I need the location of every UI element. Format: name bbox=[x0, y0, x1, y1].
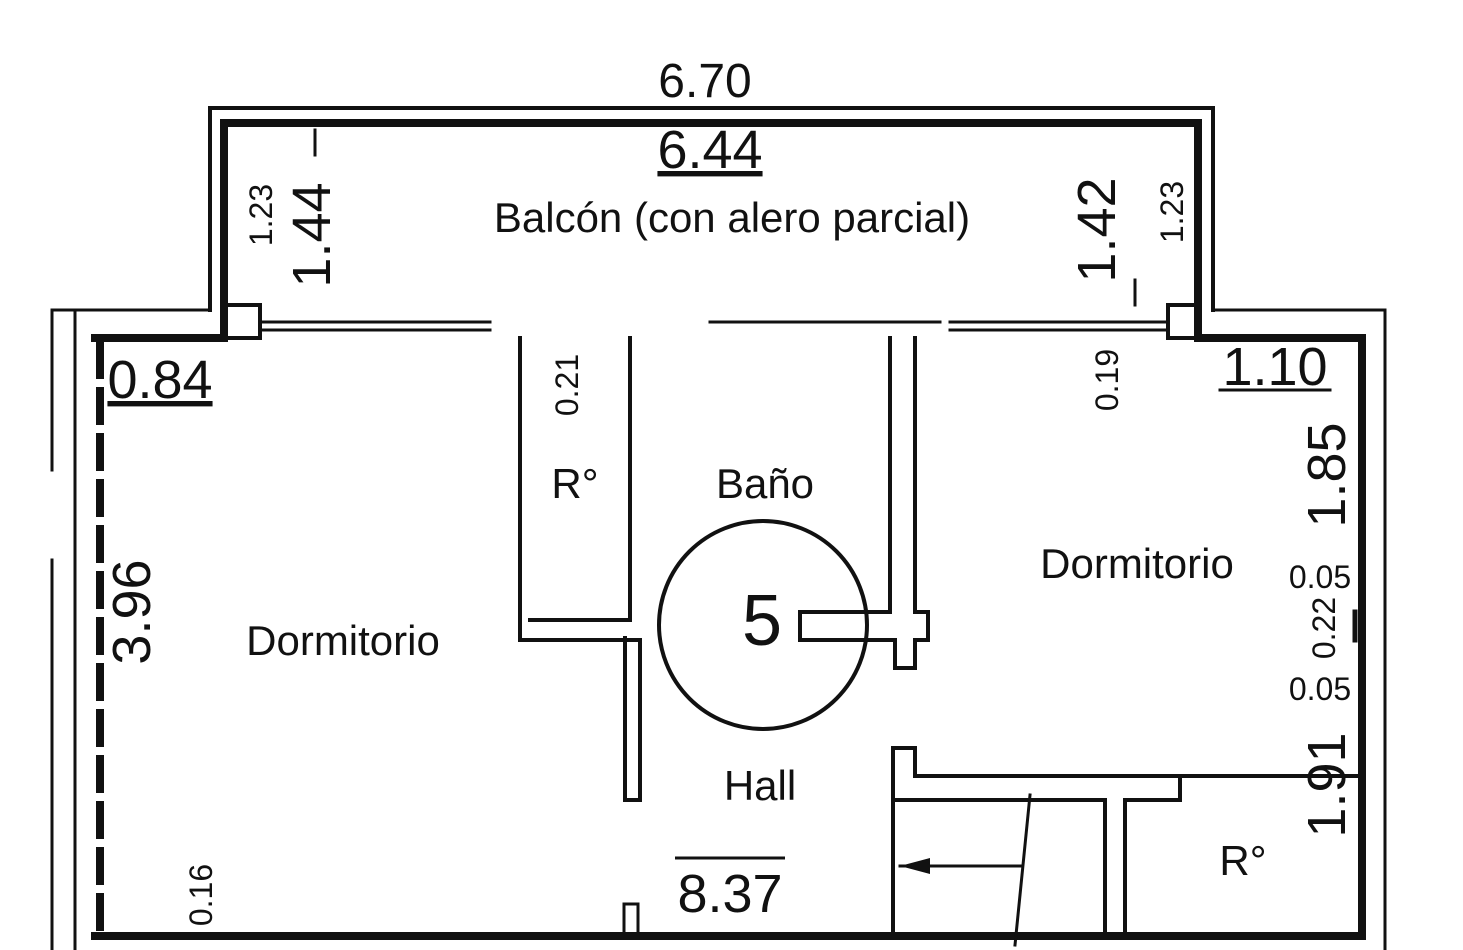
room-bano: Baño bbox=[716, 460, 814, 507]
room-balcon: Balcón (con alero parcial) bbox=[494, 194, 970, 241]
room-dormitorio-right: Dormitorio bbox=[1040, 540, 1234, 587]
dim-left-top: 0.84 bbox=[107, 350, 212, 410]
balcony-post-right bbox=[1166, 303, 1200, 340]
lower-right-block bbox=[891, 746, 1364, 938]
closet-left-wall bbox=[518, 336, 642, 802]
bottom-door-post bbox=[622, 902, 640, 938]
dim-closet-top: 0.21 bbox=[549, 354, 585, 416]
room-ropero-left: R° bbox=[551, 460, 598, 507]
balcony-post-left bbox=[222, 303, 262, 340]
stair-arrow-head bbox=[900, 858, 930, 874]
dim-right-small-a: 0.05 bbox=[1289, 559, 1351, 595]
unit-circle bbox=[657, 519, 869, 731]
dim-right-small-b: 0.22 bbox=[1306, 597, 1342, 659]
room-dormitorio-left: Dormitorio bbox=[246, 617, 440, 664]
dim-right-upper: 1.85 bbox=[1297, 422, 1357, 527]
bathroom-right-wall bbox=[798, 336, 930, 670]
dim-bottom-left: 0.16 bbox=[183, 864, 219, 926]
apartment-outline-thin bbox=[50, 308, 1387, 950]
dim-bottom-total: 8.37 bbox=[677, 864, 782, 924]
lower-right-closet-wall bbox=[1103, 776, 1182, 938]
dim-balcony-right-outer: 1.23 bbox=[1154, 181, 1190, 243]
apartment-outer-wall bbox=[91, 334, 1366, 940]
dim-right-lower: 1.91 bbox=[1297, 732, 1357, 837]
room-ropero-right: R° bbox=[1219, 837, 1266, 884]
dim-right-small-c: 0.05 bbox=[1289, 671, 1351, 707]
unit-number: 5 bbox=[742, 581, 782, 661]
dim-top-outer: 6.70 bbox=[658, 55, 751, 108]
dim-right-mid-top: 0.19 bbox=[1089, 349, 1125, 411]
dim-balcony-left-outer: 1.23 bbox=[243, 184, 279, 246]
balcony-outer-outline bbox=[208, 106, 1215, 312]
room-hall: Hall bbox=[724, 762, 796, 809]
dim-balcony-right-inner: 1.42 bbox=[1067, 177, 1127, 282]
stair-diagonal bbox=[1013, 793, 1032, 947]
dim-balcony-left-inner: 1.44 bbox=[282, 182, 342, 287]
labels: 6.70 6.44 1.23 1.44 1.42 1.23 0.84 3.96 … bbox=[102, 55, 1357, 926]
walls bbox=[50, 106, 1387, 950]
dim-left-height: 3.96 bbox=[102, 559, 162, 664]
dim-right-top: 1.10 bbox=[1222, 337, 1327, 397]
dim-top-inner: 6.44 bbox=[657, 120, 762, 180]
balcony-inner-outline bbox=[220, 119, 1202, 342]
